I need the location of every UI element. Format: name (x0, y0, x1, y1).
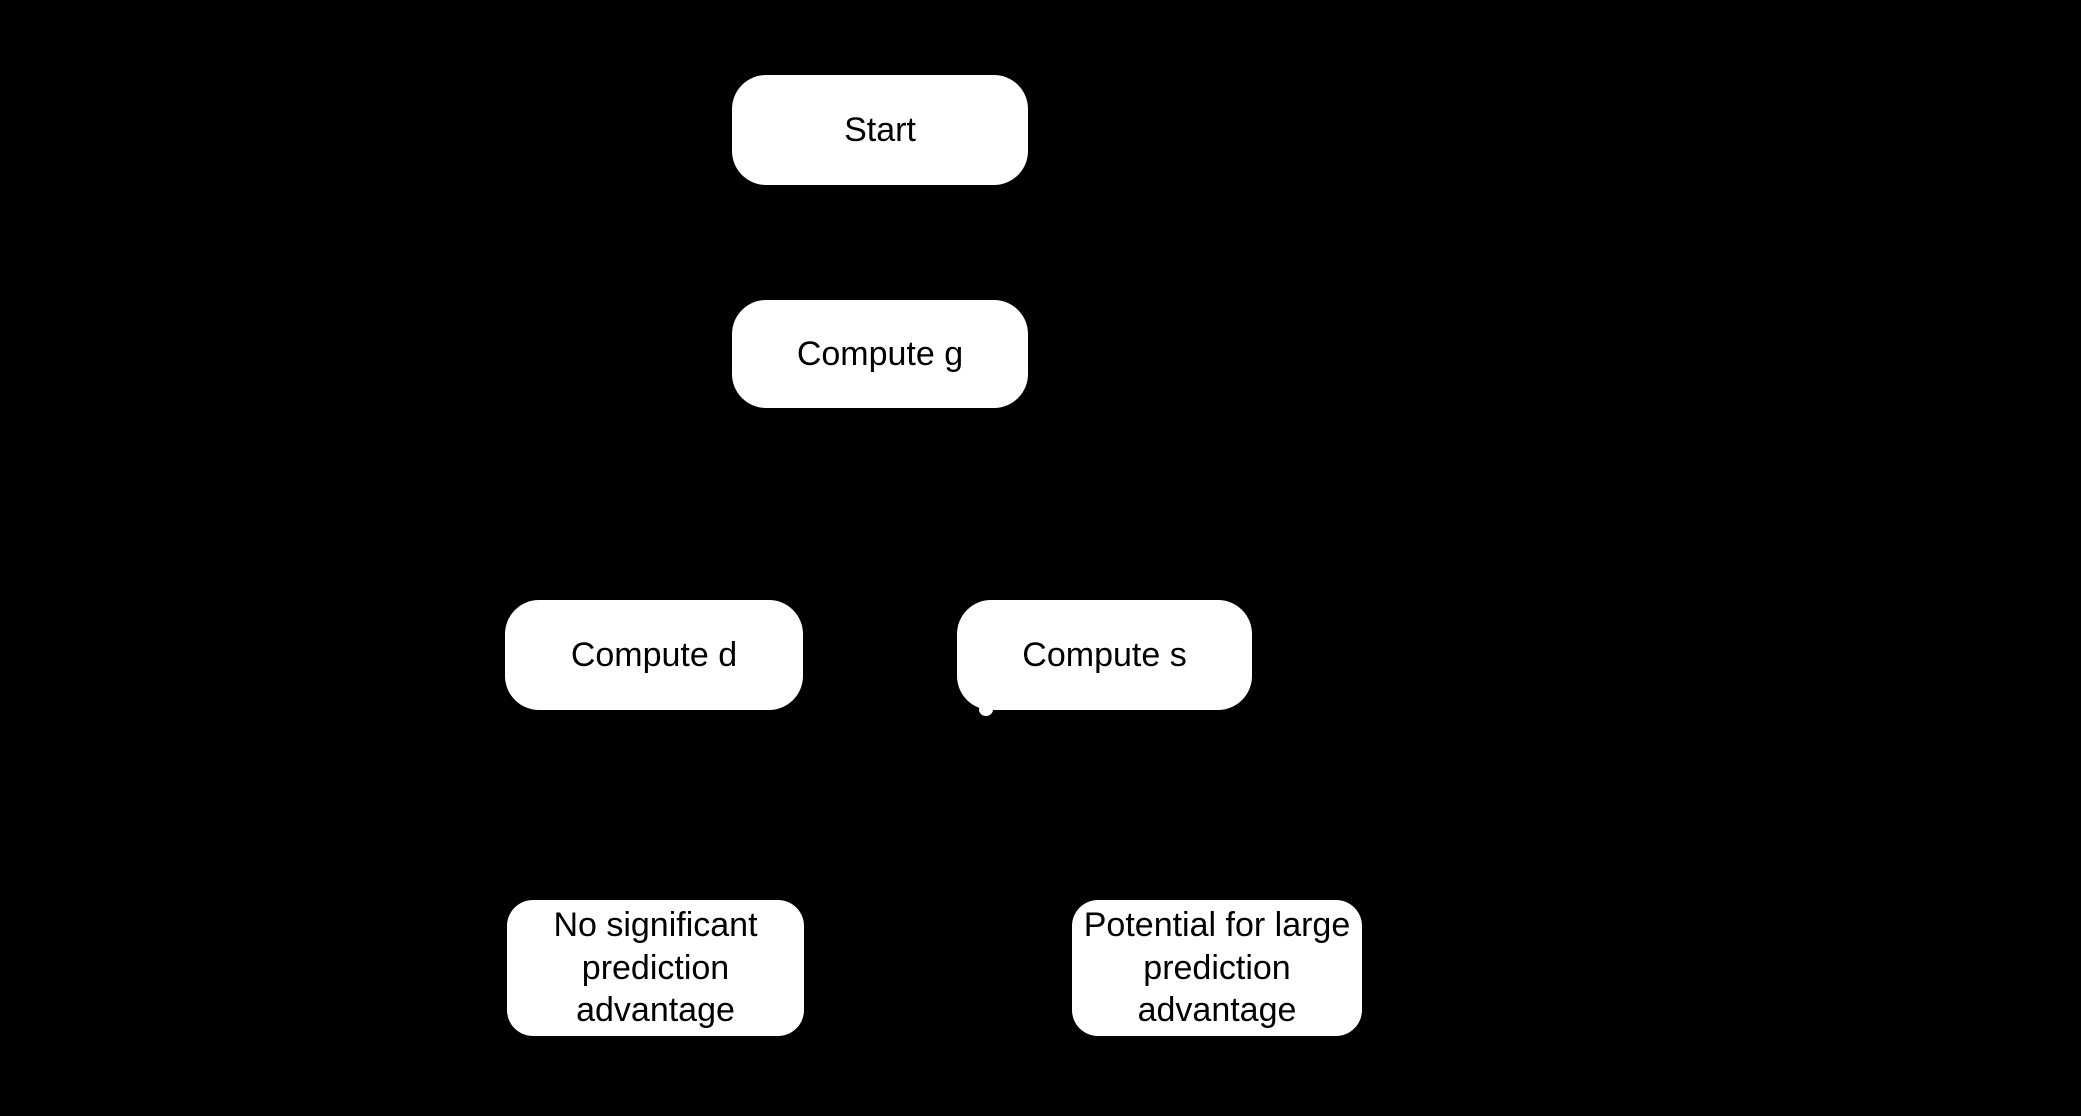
node-compute-s-label: Compute s (1022, 635, 1187, 674)
node-compute-g-label: Compute g (796, 334, 964, 373)
node-start: Start (732, 75, 1028, 185)
node-start-label: Start (844, 110, 916, 149)
node-compute-s: Compute s (957, 600, 1252, 710)
node-no-significant-advantage: No significant prediction advantage (507, 900, 804, 1036)
node-large-advantage: Potential for large prediction advantage (1072, 900, 1362, 1036)
node-large-advantage-label: Potential for large prediction advantage (1083, 905, 1351, 1030)
node-compute-d: Compute d (505, 600, 803, 710)
node-compute-g: Compute g (732, 300, 1028, 408)
node-compute-d-label: Compute d (570, 635, 738, 674)
node-no-significant-advantage-label: No significant prediction advantage (553, 905, 758, 1030)
